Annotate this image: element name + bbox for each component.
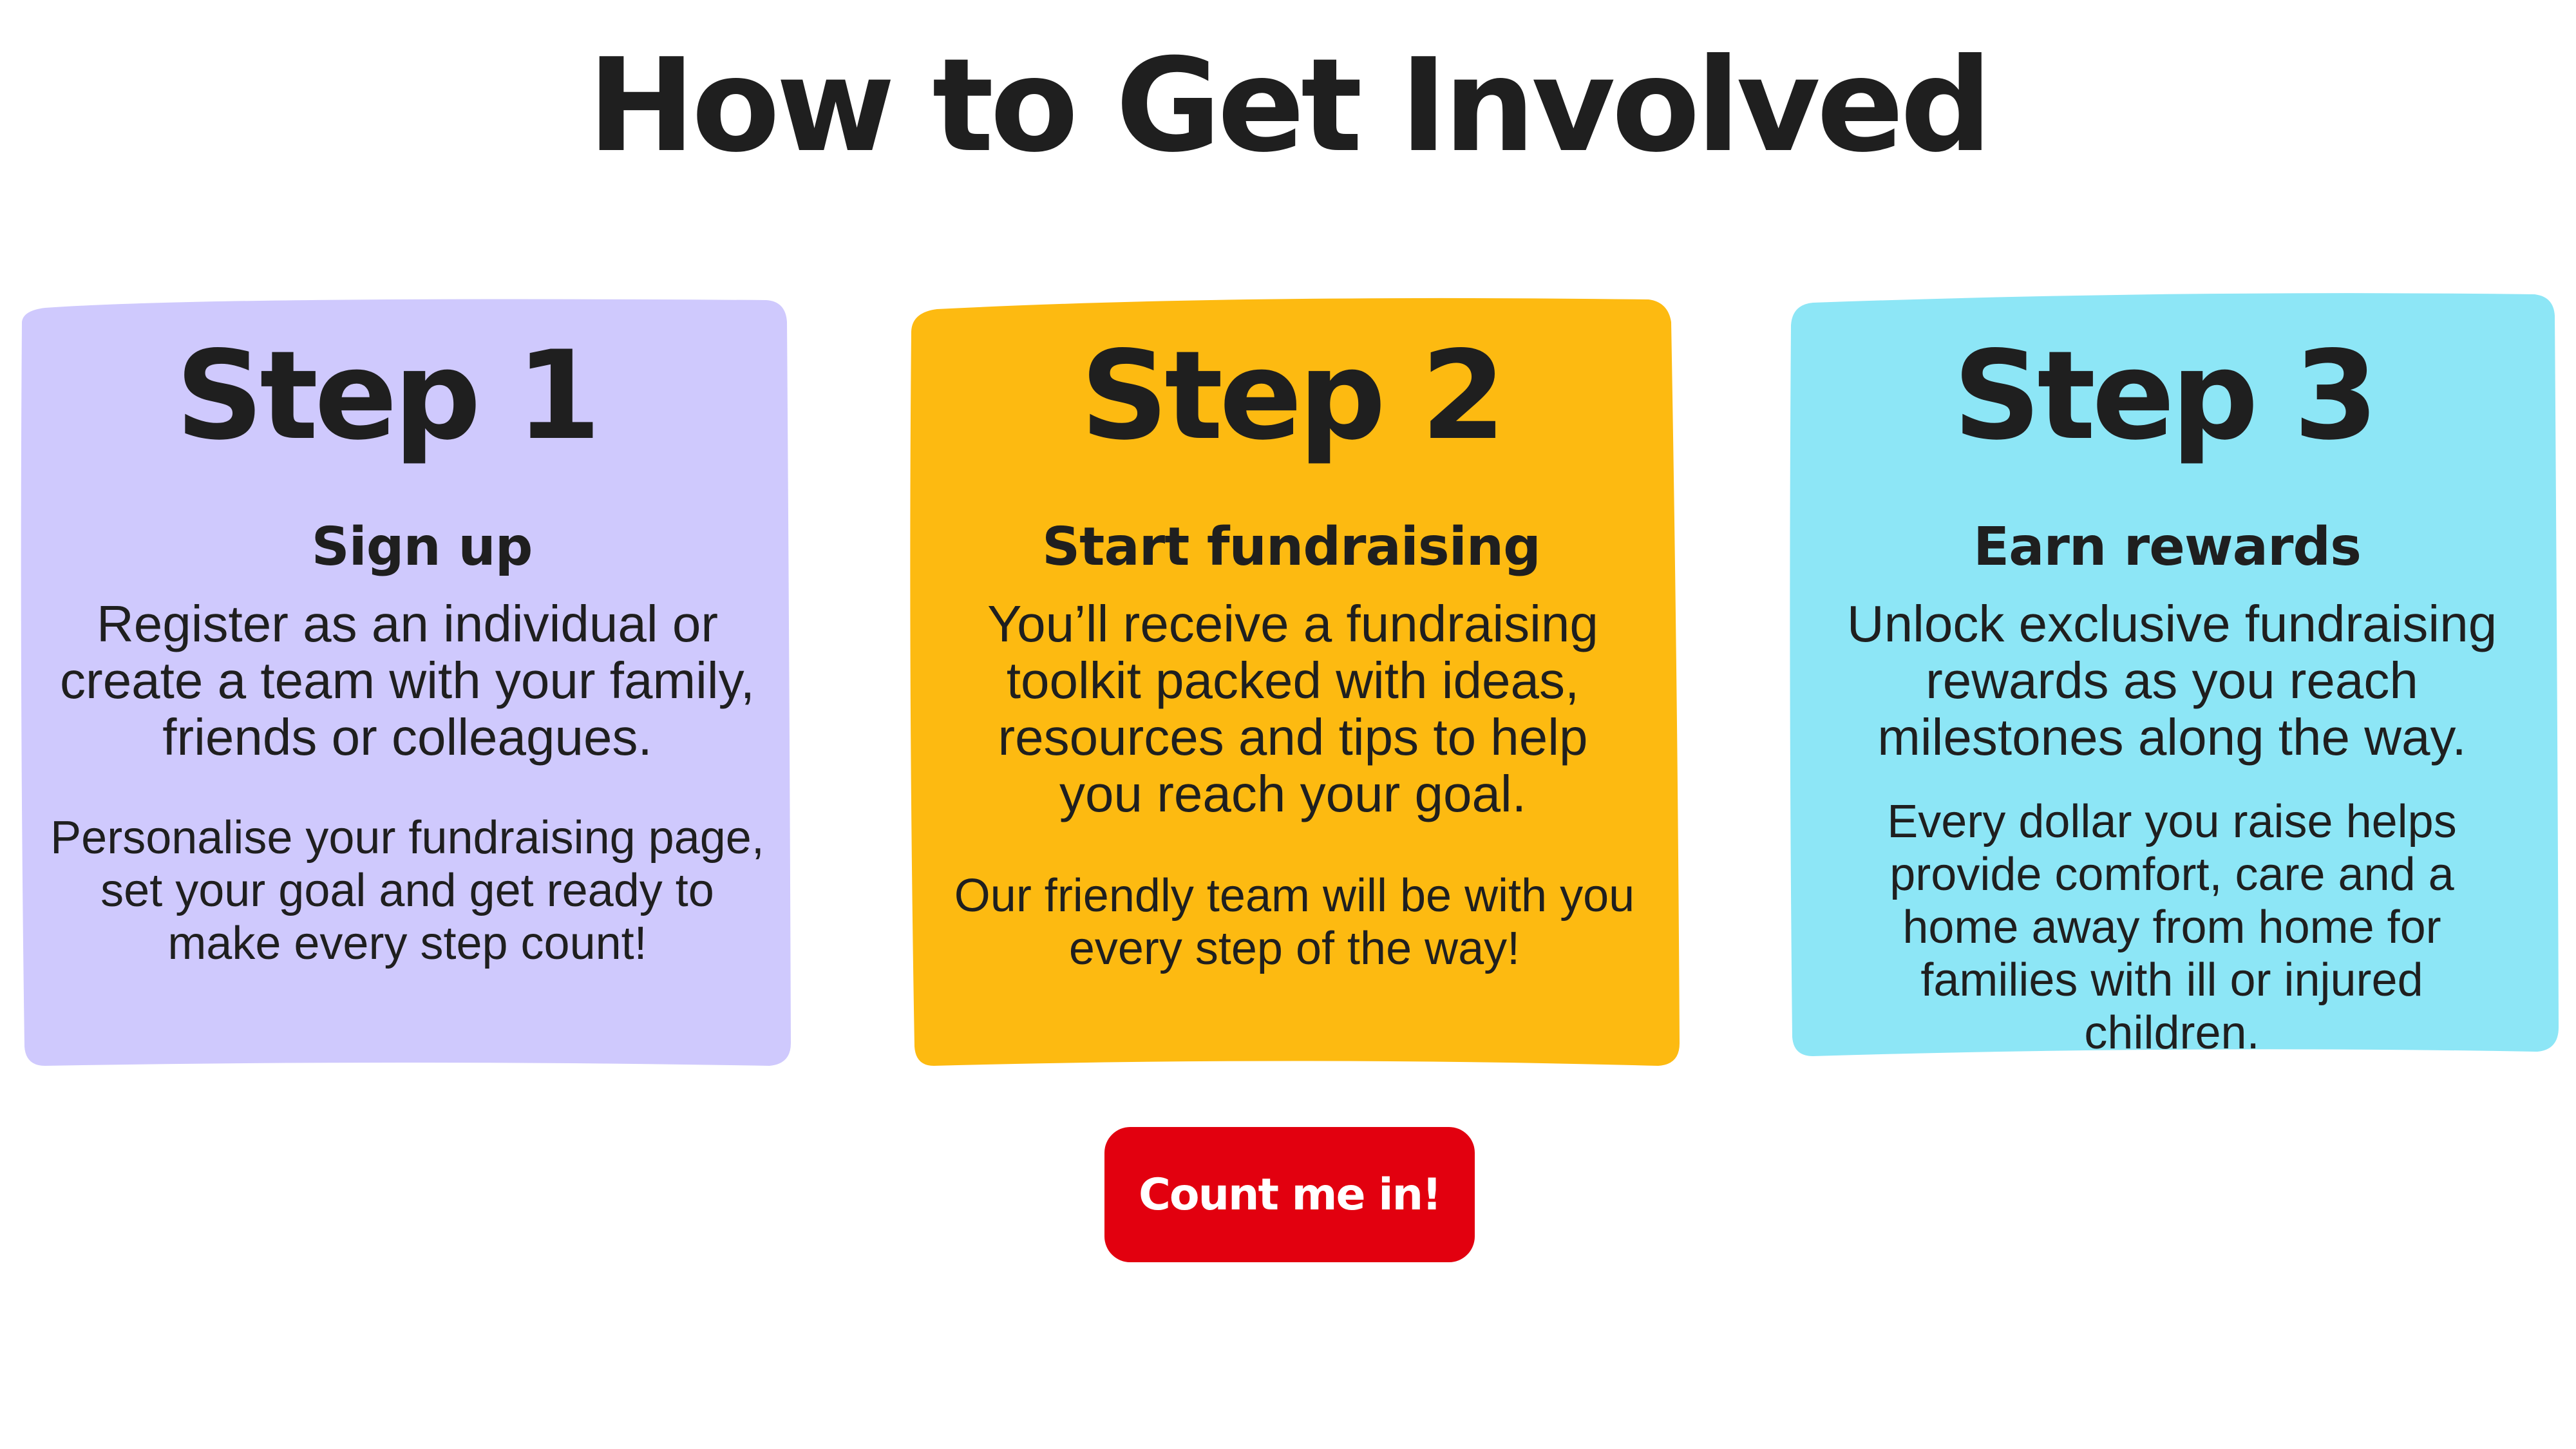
- step-2-subtitle: Start fundraising: [1042, 516, 1541, 578]
- step-3-card-background: [1790, 293, 2559, 1056]
- step-1-description: Register as an individual or create a te…: [60, 595, 755, 766]
- page-title: How to Get Involved: [587, 31, 1992, 181]
- step-3-description: Unlock exclusive fundraising rewards as …: [1846, 595, 2497, 766]
- step-3-title: Step 3: [1953, 325, 2379, 467]
- step-2-card-background: [910, 298, 1680, 1066]
- step-1-card-background: [21, 299, 791, 1066]
- step-1-card: Step 1 Sign up Register as an individual…: [19, 296, 792, 1069]
- step-1-title: Step 1: [175, 325, 601, 467]
- step-1-subtitle: Sign up: [311, 516, 533, 578]
- step-3-subtitle: Earn rewards: [1973, 516, 2362, 578]
- step-2-description: You’ll receive a fundraising toolkit pac…: [987, 595, 1598, 822]
- step-2-details: Our friendly team will be with you every…: [954, 870, 1635, 974]
- step-3-card: Step 3 Earn rewards Unlock exclusive fun…: [1787, 287, 2560, 1059]
- step-3-details: Every dollar you raise helps provide com…: [1887, 796, 2457, 1059]
- count-me-in-button[interactable]: Count me in!: [1104, 1127, 1475, 1262]
- step-1-details: Personalise your fundraising page, set y…: [50, 812, 764, 969]
- step-2-title: Step 2: [1080, 325, 1506, 467]
- step-2-card: Step 2 Start fundraising You’ll receive …: [908, 293, 1681, 1069]
